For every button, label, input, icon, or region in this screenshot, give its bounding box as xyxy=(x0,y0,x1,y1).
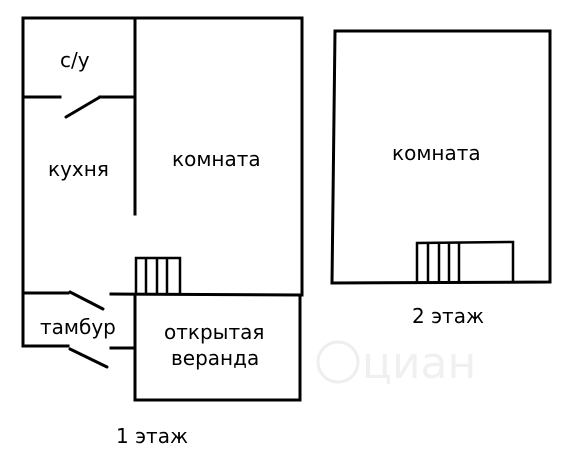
watermark-logo-icon xyxy=(316,340,360,384)
floor1-veranda-top-wall xyxy=(109,292,302,297)
floor1-bathroom-door xyxy=(64,95,102,119)
room-label-room-floor1: комната xyxy=(172,147,261,171)
floor2-stairs xyxy=(415,240,515,283)
room-label-veranda-line2: веранда xyxy=(171,346,259,370)
floor1-vestibule-top-door xyxy=(68,290,105,311)
floor1-veranda-wall xyxy=(133,293,302,402)
floor-2: комната 2 этаж xyxy=(330,29,552,328)
watermark-text: циан xyxy=(362,338,476,389)
room-label-veranda-line1: открытая xyxy=(164,320,264,344)
floor-label-2: 2 этаж xyxy=(412,304,484,328)
room-label-vestibule: тамбур xyxy=(40,315,116,339)
room-label-bathroom: с/у xyxy=(60,48,90,72)
floor2-outer-wall xyxy=(330,29,552,285)
floor1-vestibule-bottom-door xyxy=(68,347,109,369)
room-label-kitchen: кухня xyxy=(48,157,109,181)
floor-1: с/у кухня комната тамбур открытая веранд… xyxy=(21,16,304,448)
floor-label-1: 1 этаж xyxy=(116,424,188,448)
watermark: циан xyxy=(316,338,476,389)
floor1-outer-wall xyxy=(21,16,304,297)
floor2-stairs-outline xyxy=(415,240,515,283)
floor1-stairs xyxy=(134,256,182,293)
room-label-room-floor2: комната xyxy=(392,141,481,165)
